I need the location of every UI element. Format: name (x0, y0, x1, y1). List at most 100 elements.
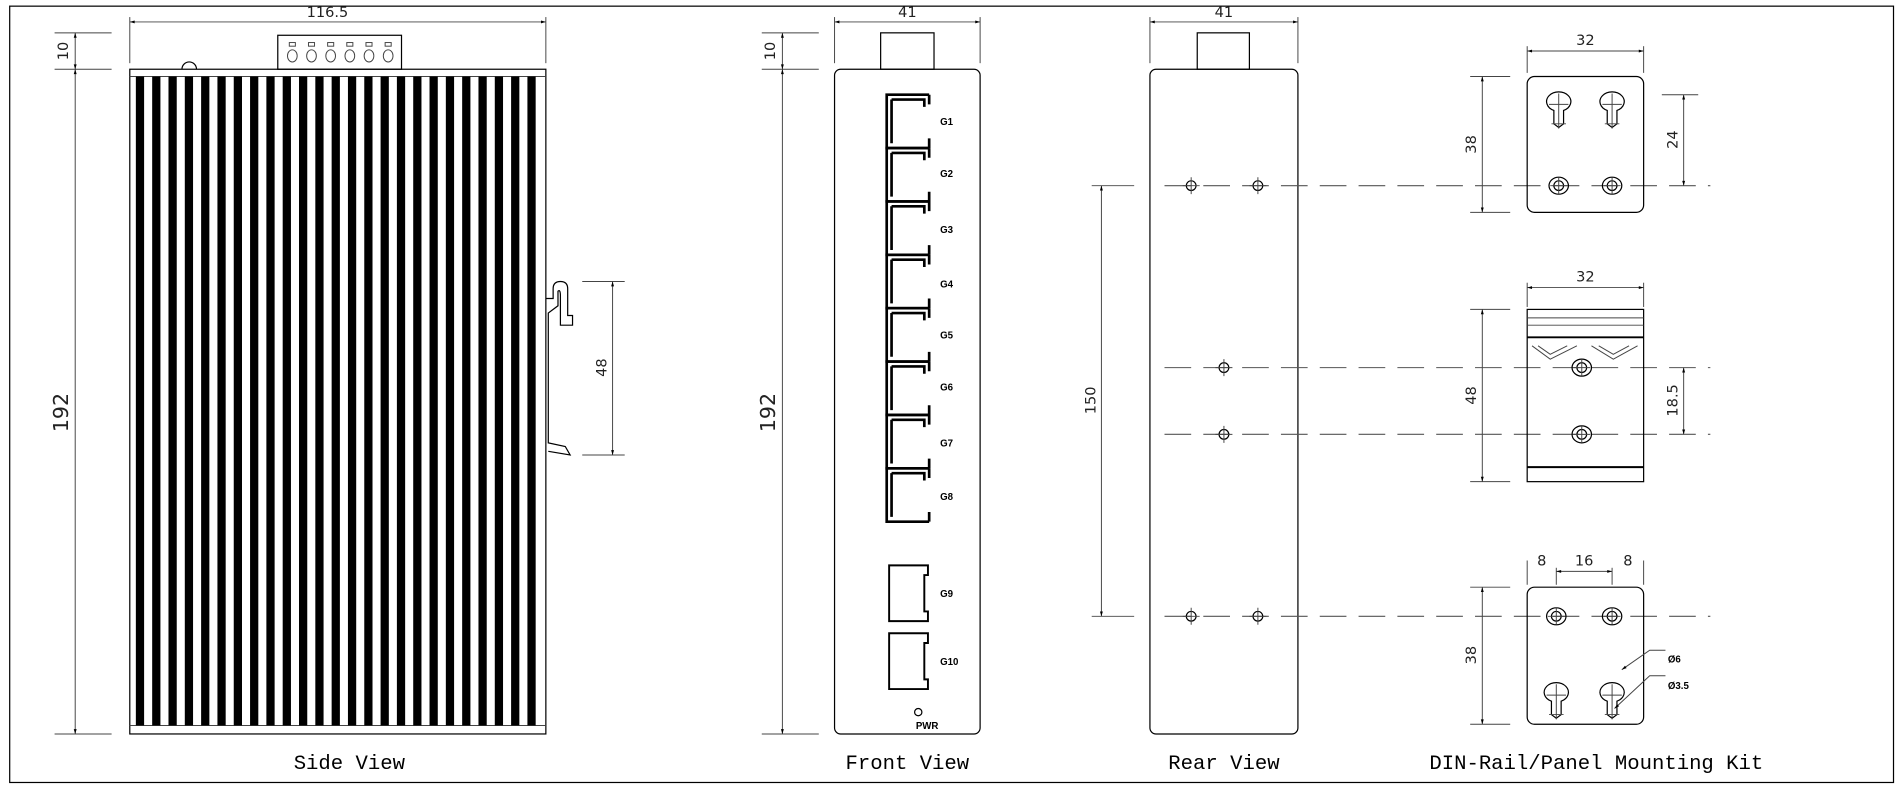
fin (201, 76, 210, 726)
side-height-dim: 192 (49, 393, 73, 432)
fin (233, 76, 242, 726)
pwr-led (914, 707, 923, 717)
fin (282, 76, 291, 726)
rear-body (1149, 68, 1299, 735)
fin (299, 76, 308, 726)
indicator-led (307, 42, 316, 47)
front-width-dim: 41 (898, 4, 917, 21)
fin (462, 76, 471, 726)
port-label-g8: G8 (940, 492, 954, 503)
plate-bottom-left-dim: 8 (1537, 552, 1546, 569)
plate-bottom-height-dim: 38 (1463, 646, 1480, 665)
rj45-port (885, 146, 931, 203)
port-label-g4: G4 (940, 280, 954, 291)
fin (135, 76, 145, 726)
terminal-pin (344, 49, 356, 63)
plate-bottom-right-dim: 8 (1623, 552, 1632, 569)
fin (266, 76, 275, 726)
rear-mounting-holes (1182, 177, 1267, 625)
center-mark (1546, 684, 1566, 720)
terminal-pin (382, 49, 394, 63)
port-label-g10: G10 (940, 657, 958, 668)
port-label-g1: G1 (940, 117, 954, 128)
center-mark (1549, 93, 1569, 129)
side-clip-dim: 48 (594, 358, 611, 377)
fin (413, 76, 422, 726)
side-body (129, 68, 547, 735)
mounting-kit-caption: DIN-Rail/Panel Mounting Kit (1429, 753, 1763, 776)
panel-plate-top: 32 38 24 (1463, 32, 1699, 213)
small-hole-label: Ø3.5 (1668, 681, 1690, 692)
center-mark (1547, 607, 1565, 625)
center-mark (1215, 359, 1233, 377)
fin (527, 76, 536, 726)
fin (315, 76, 324, 726)
side-width-dim: 116.5 (307, 4, 349, 21)
front-view-caption: Front View (845, 753, 969, 776)
port-label-g5: G5 (940, 331, 954, 342)
center-mark (1573, 425, 1591, 443)
center-mark (1182, 177, 1200, 195)
din-rail-clip: 32 48 18.5 (1463, 269, 1686, 483)
side-top-dim: 10 (55, 42, 72, 61)
terminal-pin (325, 49, 337, 63)
indicator-led (346, 42, 354, 47)
indicator-led (384, 42, 392, 47)
fin (478, 76, 487, 726)
terminal-pin (306, 49, 317, 63)
indicator-led (288, 42, 296, 47)
din-clip-width-dim: 32 (1576, 269, 1595, 286)
fin (347, 76, 357, 726)
din-clip (545, 280, 574, 456)
fin (217, 76, 226, 726)
fin (445, 76, 455, 726)
rj45-port (885, 360, 931, 417)
keyhole-slot-icon (1599, 91, 1625, 129)
din-clip-hole-dim: 18.5 (1665, 384, 1682, 416)
keyhole-slot-icon (1599, 682, 1625, 719)
mounting-kit: 32 38 24 32 48 18.5 (1429, 32, 1763, 776)
side-view: 116.5 10 192 48 Side View (49, 4, 625, 776)
center-mark (1550, 177, 1568, 195)
drawing-border (9, 5, 1895, 784)
center-mark (1249, 607, 1267, 625)
rear-width-dim: 41 (1215, 4, 1234, 21)
rj45-port (888, 564, 929, 623)
fin (396, 76, 406, 726)
front-top-dim: 10 (762, 42, 779, 61)
fin (494, 76, 504, 726)
fin (511, 76, 520, 726)
rear-view: 41 150 Rear View (1082, 4, 1711, 776)
center-mark (1602, 684, 1622, 720)
plate-top-width-dim: 32 (1576, 32, 1595, 49)
plate-top-height-dim: 38 (1463, 135, 1480, 154)
rj45-port (885, 200, 931, 257)
din-clip-height-dim: 48 (1463, 386, 1480, 405)
center-mark (1603, 177, 1621, 195)
rj45-port (885, 413, 931, 470)
kit-holes (1543, 91, 1625, 720)
port-label-g3: G3 (940, 225, 954, 236)
center-mark (1603, 607, 1621, 625)
side-connector-pins (286, 42, 394, 63)
rj45-port (885, 253, 931, 310)
plate-top-hole-dim: 24 (1665, 130, 1682, 149)
keyhole-slot-icon (1543, 682, 1570, 719)
fin (331, 76, 340, 726)
center-mark (1182, 607, 1200, 625)
port-label-g7: G7 (940, 438, 953, 449)
terminal-pin (363, 49, 375, 63)
center-mark (1249, 177, 1267, 195)
rear-view-caption: Rear View (1168, 753, 1280, 776)
indicator-led (327, 42, 335, 47)
panel-plate-bottom: 8 16 8 38 Ø6 Ø3.5 (1463, 552, 1690, 725)
front-height-dim: 192 (756, 393, 780, 432)
plate-bottom-mid-dim: 16 (1575, 552, 1594, 569)
rj45-port (885, 306, 931, 363)
indicator-led (365, 42, 373, 47)
center-mark (1602, 93, 1622, 129)
terminal-pin (286, 49, 298, 63)
fin (429, 76, 438, 726)
front-top-connector (880, 32, 935, 70)
